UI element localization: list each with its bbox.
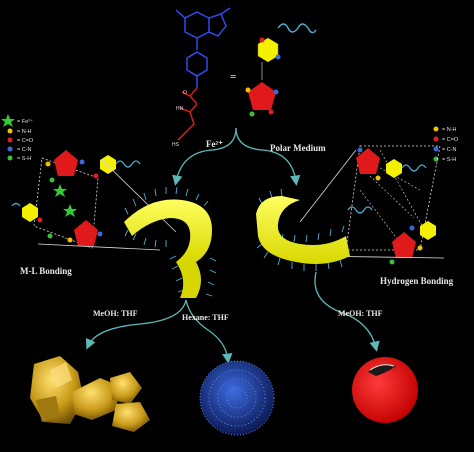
ml-bonding-label: M-L Bonding [20, 266, 72, 276]
red-sphere [352, 357, 418, 423]
legend-left-nh: = N-H [17, 129, 32, 135]
legend-right-co: = C=O [442, 137, 459, 143]
atom-hs-label: HS [172, 142, 180, 148]
ml-bonding-schematic [11, 150, 177, 251]
meoh-thf-right-label: MeOH: THF [338, 309, 383, 318]
legend-left: = Fe²⁺ = N-H = C=O = C-N = S-H [1, 114, 34, 162]
monomer-schematic [245, 23, 317, 117]
legend-right-nh: = N-H [442, 127, 457, 133]
legend-left-sh: = S-H [17, 156, 31, 162]
gold-aggregate [30, 356, 150, 432]
ligand-structure [175, 7, 231, 141]
equals-sign: = [230, 71, 236, 83]
legend-left-cn: = C-N [17, 147, 32, 153]
pentagon-shape [248, 82, 276, 110]
hydrogen-bonding-label: Hydrogen Bonding [380, 276, 454, 286]
left-helix [124, 186, 217, 298]
atom-o-label: O [183, 90, 187, 96]
blue-sphere [199, 360, 275, 436]
hexane-thf-label: Hexane: THF [182, 313, 229, 322]
bottom-arrows [85, 271, 380, 364]
legend-right: = N-H = C=O = C-N = S-H [433, 126, 459, 163]
fe-ion-label: Fe²⁺ [206, 139, 223, 149]
atom-hn-label: HN [176, 106, 184, 112]
branch-arrows [172, 127, 301, 186]
polar-medium-label: Polar Medium [270, 143, 326, 153]
legend-left-fe: = Fe²⁺ [17, 118, 33, 125]
right-helix [256, 188, 350, 271]
legend-right-sh: = S-H [442, 157, 456, 163]
legend-left-co: = C=O [17, 138, 34, 144]
meoh-thf-left-label: MeOH: THF [93, 309, 138, 318]
legend-right-cn: = C-N [442, 147, 457, 153]
